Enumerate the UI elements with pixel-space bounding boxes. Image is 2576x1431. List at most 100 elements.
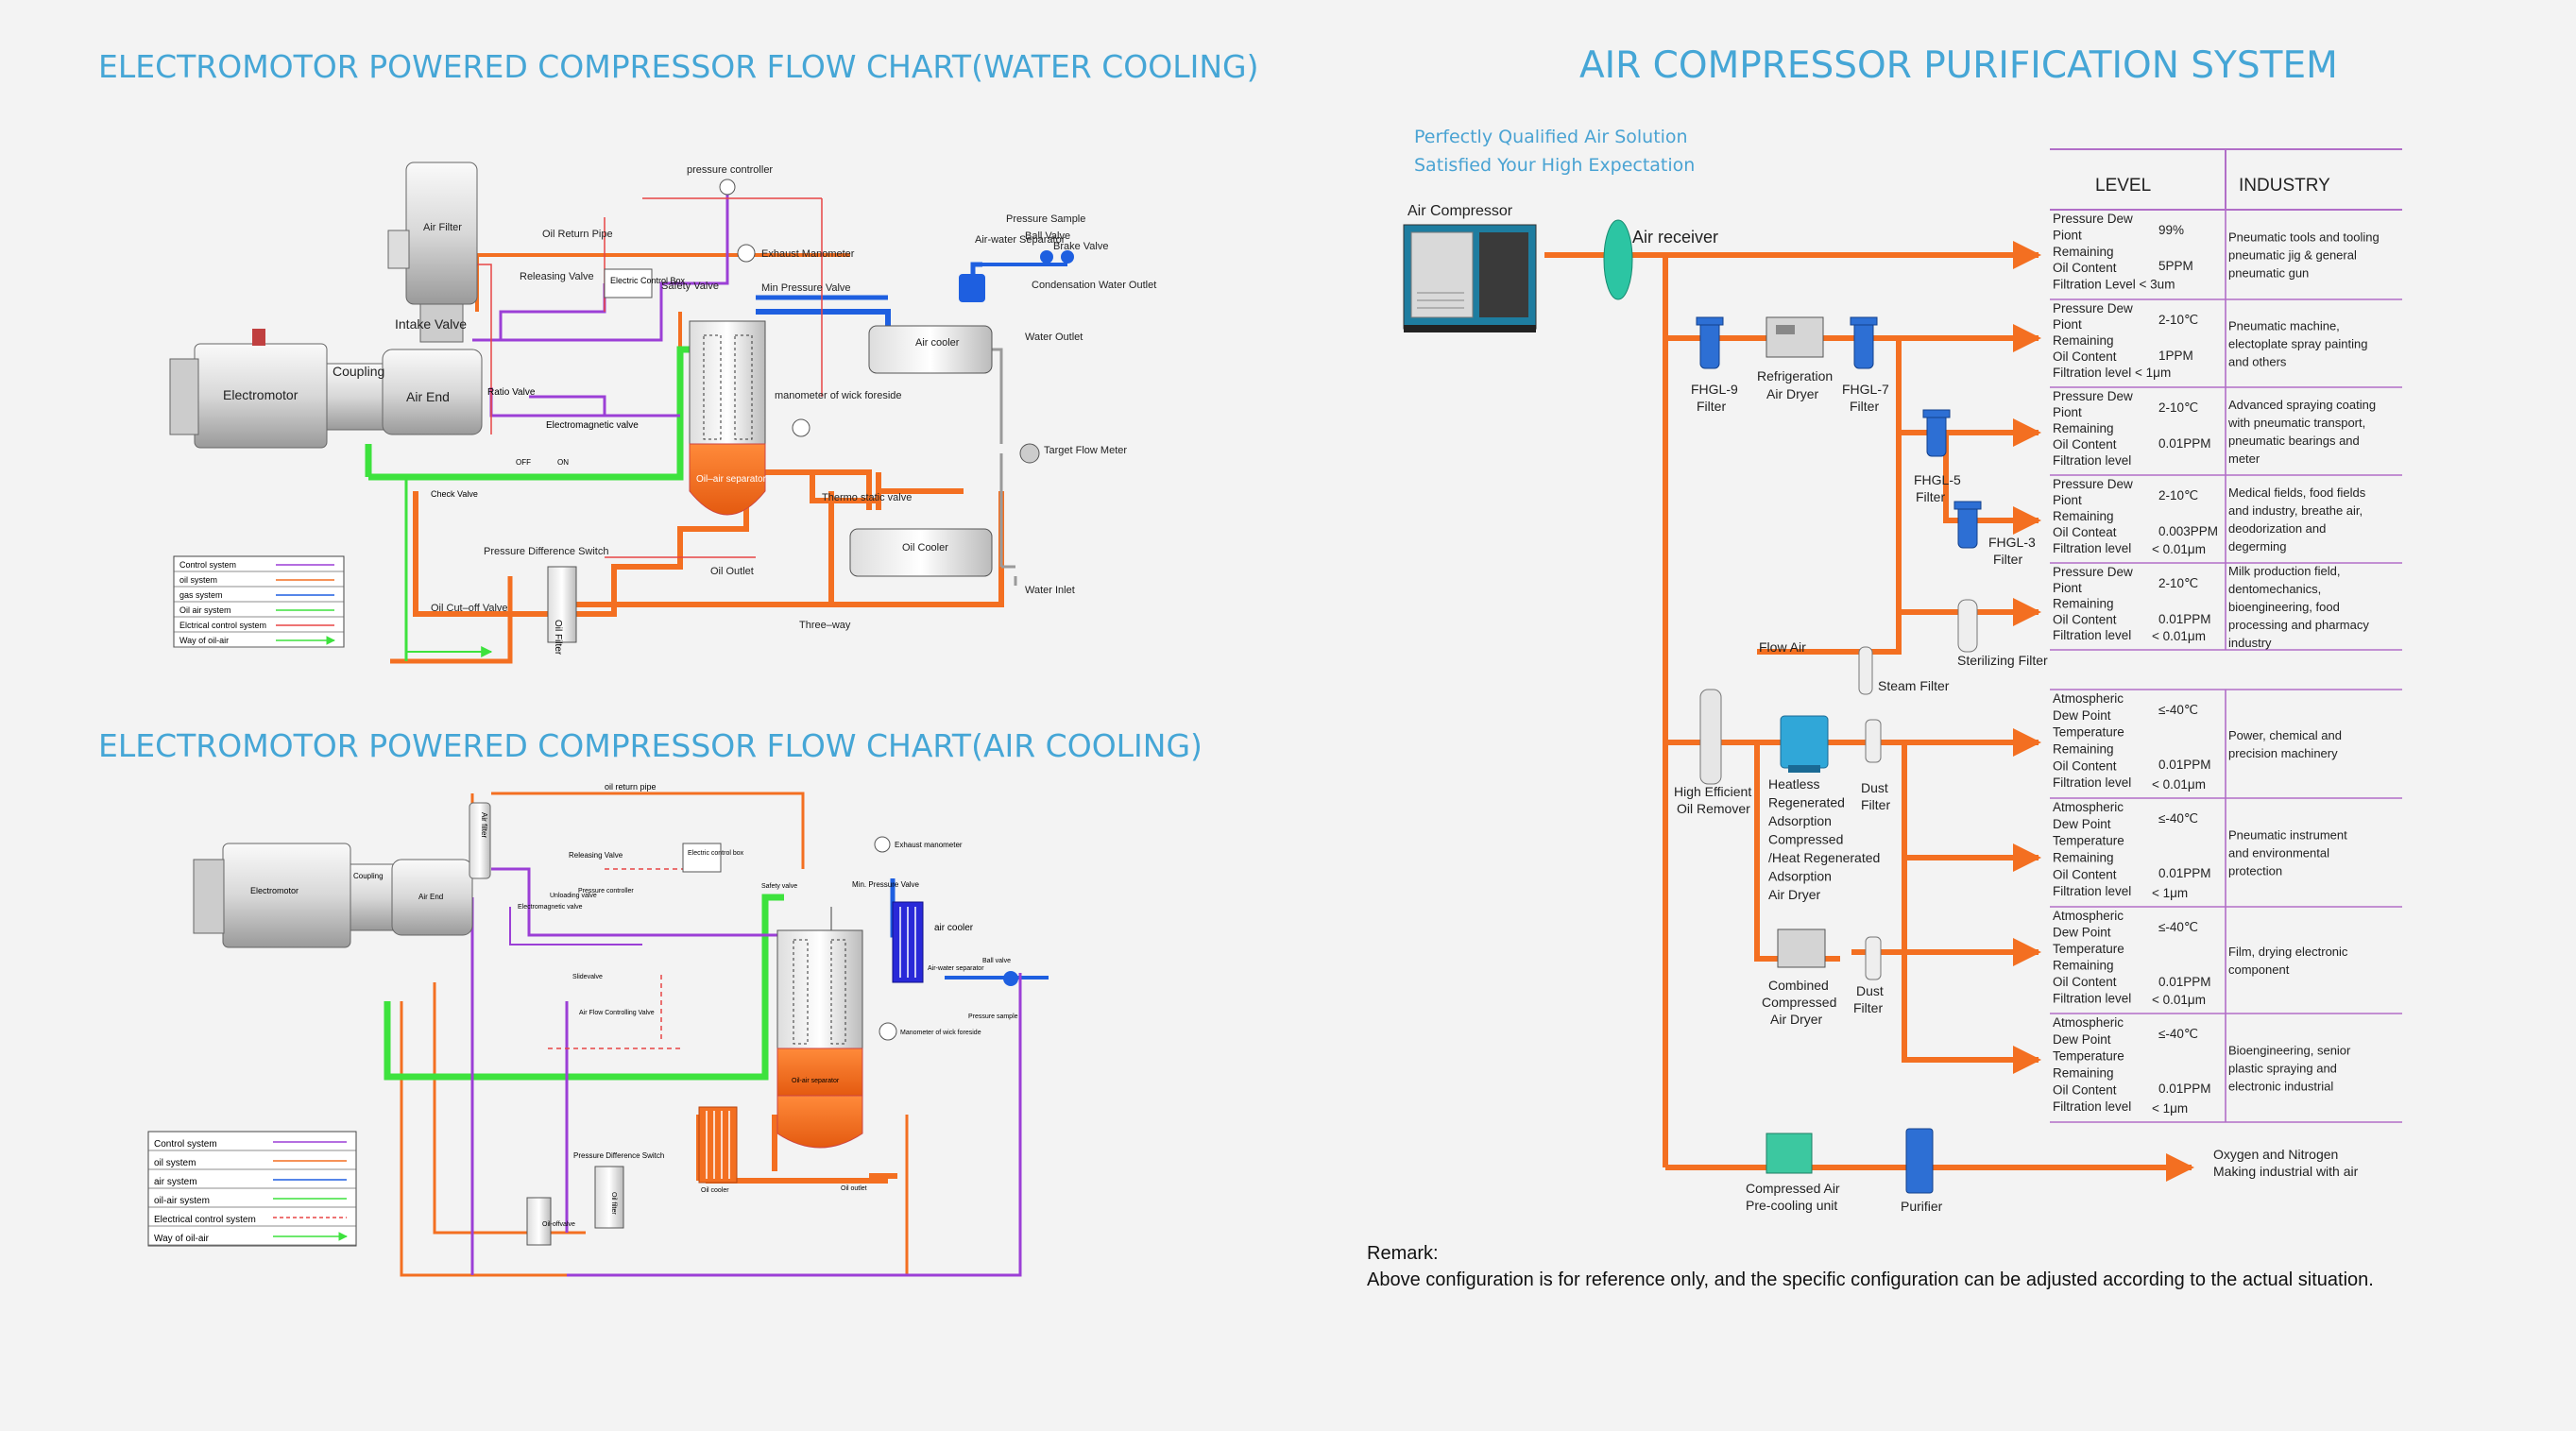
industry-line: Bioengineering, senior — [2228, 1044, 2351, 1058]
label-heatless-line: Compressed — [1768, 832, 1843, 847]
level-line: Pressure Dew — [2053, 565, 2133, 579]
level-line: Filtration level — [2053, 884, 2131, 898]
level-line: Oil Content — [2053, 612, 2117, 626]
level-value-1: 2-10℃ — [2158, 400, 2198, 415]
air-label-oil-return-pipe: oil return pipe — [605, 782, 657, 792]
industry-line: Pneumatic machine, — [2228, 319, 2340, 333]
industry-line: Advanced spraying coating — [2228, 398, 2376, 412]
label-heatless-line: Heatless — [1768, 776, 1819, 792]
label-pressure-controller: pressure controller — [687, 164, 773, 176]
legend-label: Electrical control system — [154, 1215, 256, 1225]
industry-line: pneumatic jig & general — [2228, 248, 2357, 263]
label-electromagnetic-valve: Electromagnetic valve — [546, 420, 639, 431]
air-label-electromotor: Electromotor — [250, 886, 299, 895]
level-value-2: 0.01PPM — [2158, 758, 2211, 772]
label-safety-valve: Safety Valve — [661, 281, 719, 292]
industry-line: industry — [2228, 636, 2272, 650]
label-oil-remover-1: High Efficient — [1674, 784, 1751, 799]
water-cooling-title: ELECTROMOTOR POWERED COMPRESSOR FLOW CHA… — [98, 48, 1258, 85]
industry-line: Medical fields, food fields — [2228, 486, 2366, 500]
label-dust1: Dust — [1861, 780, 1888, 795]
level-line: Remaining — [2053, 333, 2114, 348]
level-line: Atmospheric — [2053, 1015, 2124, 1030]
label-electric-control-box: Electric Control Box — [610, 276, 686, 285]
industry-line: and environmental — [2228, 846, 2329, 860]
label-pressure-difference-switch: Pressure Difference Switch — [484, 546, 608, 557]
level-line: Oil Conteat — [2053, 525, 2117, 539]
label-fhgl7-filter: Filter — [1850, 399, 1879, 414]
label-oil-return-pipe: Oil Return Pipe — [542, 229, 613, 240]
slogan-line-2: Satisfied Your High Expectation — [1414, 155, 1695, 176]
label-on: ON — [557, 458, 569, 467]
level-line: Oil Content — [2053, 975, 2117, 989]
label-combined-3: Air Dryer — [1770, 1012, 1823, 1027]
industry-line: pneumatic bearings and — [2228, 434, 2360, 448]
level-line: Dew Point — [2053, 926, 2111, 940]
label-precooling-1: Compressed Air — [1746, 1181, 1840, 1196]
remark-title: Remark: — [1367, 1243, 1439, 1264]
label-coupling: Coupling — [333, 364, 384, 379]
purification-diagram: Air Compressor Air receiver FHGL-9 Filte… — [1403, 148, 2402, 1214]
label-condensation-water-outlet: Condensation Water Outlet — [1032, 280, 1156, 291]
air-cooling-title: ELECTROMOTOR POWERED COMPRESSOR FLOW CHA… — [98, 727, 1203, 764]
label-combined-1: Combined — [1768, 978, 1829, 993]
level-line: Remaining — [2053, 597, 2114, 611]
level-value-1: ≤-40℃ — [2158, 703, 2198, 717]
label-fhgl7: FHGL-7 — [1842, 382, 1889, 397]
level-value-3: < 0.01μm — [2152, 777, 2206, 792]
label-fhgl9: FHGL-9 — [1691, 382, 1738, 397]
label-fhgl3-filter: Filter — [1993, 552, 2022, 567]
air-label-oil-filter: Oil filter — [610, 1192, 617, 1215]
level-line: Temperature — [2053, 942, 2124, 956]
label-min-pressure-valve: Min Pressure Valve — [761, 282, 851, 294]
level-line: Pressure Dew — [2053, 301, 2133, 315]
label-water-inlet: Water Inlet — [1025, 585, 1075, 596]
level-line: Filtration Level < 3um — [2053, 278, 2175, 292]
level-line: Temperature — [2053, 725, 2124, 740]
air-label-pressure-controller: Pressure controller — [578, 888, 634, 894]
level-line: Oil Content — [2053, 867, 2117, 881]
label-air-water-separator: Air-water Separator — [975, 234, 1066, 246]
level-line: Filtration level — [2053, 628, 2131, 642]
level-line: Filtration level — [2053, 541, 2131, 555]
label-heatless-line: Adsorption — [1768, 869, 1832, 884]
level-line: Filtration level < 1μm — [2053, 366, 2171, 380]
label-oil-outlet: Oil Outlet — [710, 566, 754, 577]
label-combined-2: Compressed — [1762, 995, 1836, 1010]
label-air-receiver: Air receiver — [1632, 228, 1718, 247]
level-value-3: < 0.01μm — [2152, 629, 2206, 643]
slogan-line-1: Perfectly Qualified Air Solution — [1414, 127, 1688, 147]
label-fhgl5: FHGL-5 — [1914, 472, 1961, 487]
industry-line: Pneumatic instrument — [2228, 828, 2347, 843]
level-line: Remaining — [2053, 245, 2114, 259]
air-label-air-water-separator: Air-water separator — [928, 965, 984, 972]
level-line: Temperature — [2053, 1049, 2124, 1064]
industry-line: plastic spraying and — [2228, 1062, 2337, 1076]
label-air-filter: Air Filter — [423, 222, 462, 233]
industry-line: meter — [2228, 451, 2260, 466]
air-label-releasing-valve: Releasing Valve — [569, 851, 623, 860]
industry-line: electronic industrial — [2228, 1080, 2333, 1094]
label-steam-filter: Steam Filter — [1878, 678, 1950, 693]
label-oxygen-2: Making industrial with air — [2213, 1164, 2359, 1179]
industry-line: Power, chemical and — [2228, 728, 2342, 742]
level-line: Pressure Dew — [2053, 389, 2133, 403]
legend-label: oil system — [154, 1158, 196, 1168]
industry-line: and others — [2228, 355, 2287, 369]
air-label-pressure-sample: Pressure sample — [968, 1014, 1018, 1020]
label-check-valve: Check Valve — [431, 489, 478, 499]
level-value-3: < 0.01μm — [2152, 993, 2206, 1007]
industry-line: degerming — [2228, 539, 2286, 554]
label-purifier: Purifier — [1901, 1199, 1943, 1214]
label-exhaust-manometer: Exhaust Manometer — [761, 248, 855, 260]
level-value-1: 2-10℃ — [2158, 313, 2198, 327]
level-line: Piont — [2053, 228, 2082, 242]
industry-line: processing and pharmacy — [2228, 618, 2369, 632]
industry-line: Milk production field, — [2228, 564, 2341, 578]
level-line: Dew Point — [2053, 1032, 2111, 1047]
air-label-manometer-wick: Manometer of wick foreside — [900, 1030, 981, 1036]
label-target-flow-meter: Target Flow Meter — [1044, 445, 1127, 456]
air-label-electromagnetic-valve: Electromagnetic valve — [518, 904, 583, 911]
